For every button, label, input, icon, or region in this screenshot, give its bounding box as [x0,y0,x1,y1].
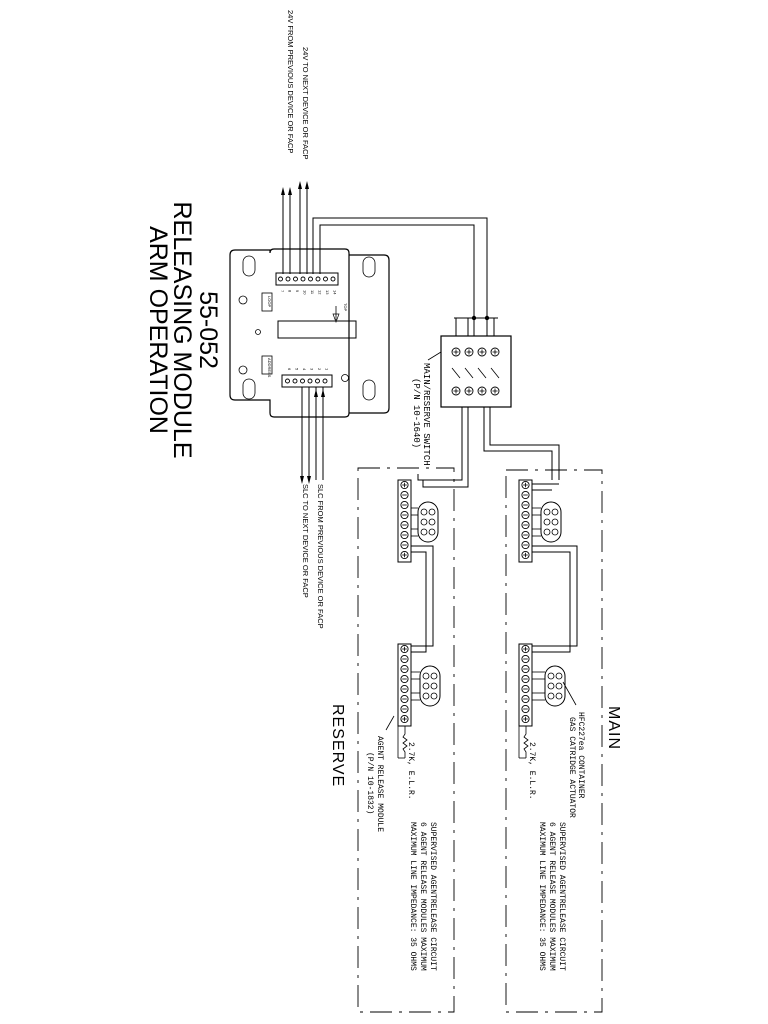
switch-part-number: (P/N 10-1640) [411,378,421,448]
bottom-terminal-number: 5 [295,368,300,371]
main-actuator-label-1: HFC227ea CONTAINER [576,712,585,799]
top-terminal-screw [285,276,291,282]
actuator-capsule [540,501,562,543]
module-to-switch-wires [312,217,490,321]
reserve-note-line-3: MAXIMUM LINE IMPEDANCE: 35 OHMS [408,822,417,971]
switch-label: MAIN/RESERVE SWITCH [421,363,431,466]
reserve-note-line-1: SUPERVISED AGENTRELEASE CIRCUIT [428,822,437,971]
bottom-terminal-screw [285,378,290,384]
main-boundary [505,469,603,1013]
switch-callout: MAIN/RESERVE SWITCH (P/N 10-1640) [411,351,442,466]
label-24v-prev: 24V FROM PREVIOUS DEVICE OR FACP [286,10,295,153]
loop-label: LOOP [267,296,272,307]
title-line-3: ARM OPERATION [144,226,172,434]
bottom-terminal-screw [307,378,313,384]
top-terminal-number: 11 [310,290,315,295]
actuator-capsule [417,501,439,543]
top-terminal-number: 10 [303,290,308,295]
main-elr-label: 2.7K, E.L.R. [527,742,536,800]
top-terminal-number: 8 [288,290,293,293]
reserve-boundary [357,467,455,1013]
title-line-1: 55-052 [194,291,222,369]
main-note-line-1: SUPERVISED AGENTRELEASE CIRCUIT [557,822,566,971]
bottom-terminal-number: 2 [317,368,322,371]
main-reserve-switch [440,317,512,428]
reserve-module-label-1: AGENT RELEASE MODULE [375,736,384,832]
top-terminal-screw [278,276,283,282]
actuator-capsule [419,665,441,707]
top-terminal-screw [293,276,298,282]
section-main-label: MAIN [605,706,622,750]
top-terminal-strip [275,272,339,286]
top-indicator-label: TOP [343,303,348,311]
bottom-terminal-screw [315,378,320,384]
top-terminal-number: 12 [318,290,323,295]
bottom-terminal-number: 6 [287,368,292,371]
reserve-note-line-2: 6 AGENT RELEASE MODULES MAXIMUM [418,822,427,971]
main-circuit: HFC227ea CONTAINER GAS CATRIDGE ACTUATOR… [518,479,585,971]
slc-wiring-labels: SLC FROM PREVIOUS DEVICE OR FACP SLC TO … [301,484,325,629]
slc-wires [300,387,325,484]
diagram-title: 55-052 RELEASING MODULE ARM OPERATION [144,201,222,458]
bottom-terminal-screw [300,378,305,384]
label-slc-next: SLC TO NEXT DEVICE OR FACP [301,484,310,598]
title-line-2: RELEASING MODULE [168,201,196,458]
label-slc-prev: SLC FROM PREVIOUS DEVICE OR FACP [316,484,325,629]
top-terminal-number: 14 [333,290,338,295]
bottom-terminal-screw [292,378,298,384]
label-24v-next: 24V TO NEXT DEVICE OR FACP [301,47,310,160]
main-actuator-label-2: GAS CATRIDGE ACTUATOR [567,717,576,818]
bottom-terminal-number: 1 [325,368,330,371]
address-label: ADDRESS [267,358,272,378]
reserve-circuit: 2.7K, E.L.R. AGENT RELEASE MODULE (P/N 1… [365,479,441,971]
power-wires [281,181,309,274]
reserve-module-label-2: (P/N 10-1832) [365,752,374,814]
power-wiring-labels: 24V TO NEXT DEVICE OR FACP 24V FROM PREV… [286,10,310,160]
main-note-line-3: MAXIMUM LINE IMPEDANCE: 35 OHMS [537,822,546,971]
bottom-terminal-strip [281,374,333,388]
top-terminal-screw [300,276,306,282]
top-terminal-screw [308,276,313,282]
reserve-elr-label: 2.7K, E.L.R. [406,742,415,800]
top-terminal-screw [330,276,336,282]
top-terminal-screw [315,276,321,282]
bottom-terminal-number: 4 [302,368,307,371]
top-terminal-number: 13 [325,290,330,295]
section-reserve-label: RESERVE [329,704,346,787]
top-terminal-number: 9 [295,290,300,293]
main-note-line-2: 6 AGENT RELEASE MODULES MAXIMUM [547,822,556,971]
bottom-terminal-screw [322,378,328,384]
top-terminal-screw [323,276,328,282]
bottom-terminal-number: 3 [310,368,315,371]
top-terminal-number: 7 [280,290,285,293]
switch-to-panels-wires [417,428,560,488]
